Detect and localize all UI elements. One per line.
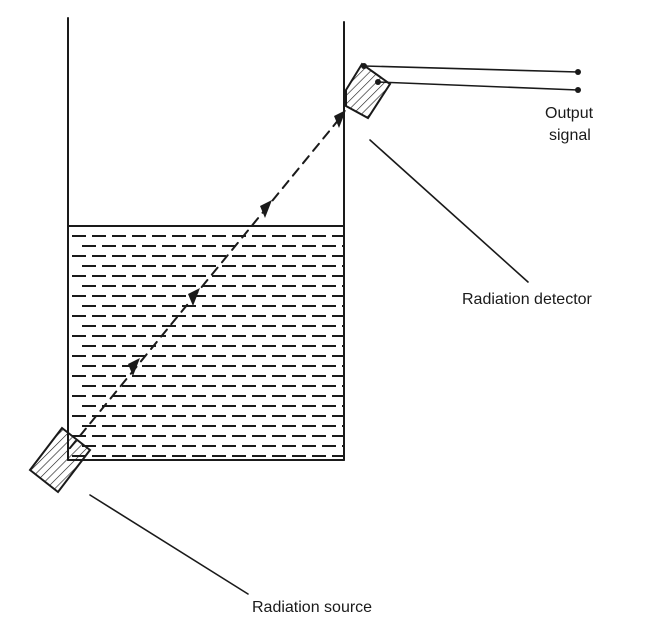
liquid-body — [72, 235, 344, 457]
source-leader-line — [89, 494, 249, 595]
radiation-source-label: Radiation source — [252, 599, 372, 616]
detector-leader-line — [369, 139, 529, 283]
beam-arrowhead — [128, 358, 140, 376]
output-signal-wires — [361, 63, 581, 93]
radiation-beam — [69, 117, 341, 449]
beam-arrowhead — [260, 200, 272, 218]
radiation-detector-block — [345, 62, 392, 120]
beam-arrowheads — [128, 110, 346, 376]
beam-arrowhead — [188, 288, 200, 306]
beam-arrowhead — [334, 110, 346, 128]
output-signal-label-line1: Output — [545, 105, 594, 122]
radiation-detector-label: Radiation detector — [462, 291, 593, 308]
radiation-source-block — [28, 426, 92, 494]
output-signal-label-line2: signal — [549, 127, 591, 144]
